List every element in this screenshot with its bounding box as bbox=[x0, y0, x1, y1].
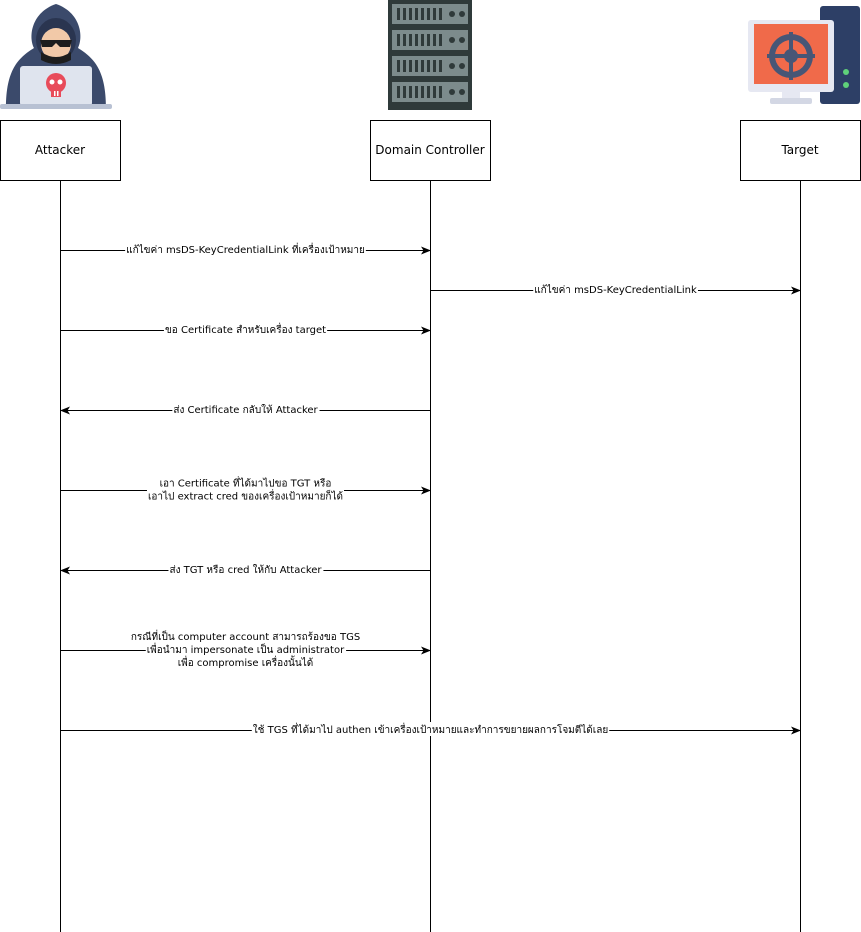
messages: แก้ไขค่า msDS-KeyCredentialLink ที่เครื่… bbox=[60, 242, 801, 736]
message-8: ใช้ TGS ที่ได้มาไป authen เข้าเครื่องเป้… bbox=[60, 722, 801, 736]
message-label: ขอ Certificate สำหรับเครื่อง target bbox=[165, 322, 326, 336]
message-label: ใช้ TGS ที่ได้มาไป authen เข้าเครื่องเป้… bbox=[253, 722, 608, 736]
message-label: เอา Certificate ที่ได้มาไปขอ TGT หรือ bbox=[160, 476, 332, 490]
target-computer-icon bbox=[748, 6, 860, 104]
message-7: กรณีที่เป็น computer account สามารถร้องข… bbox=[60, 629, 431, 669]
message-3: ขอ Certificate สำหรับเครื่อง target bbox=[60, 322, 431, 336]
message-label-background bbox=[125, 242, 366, 256]
message-label: เพื่อนำมา impersonate เป็น administrator bbox=[147, 642, 345, 656]
hacker-icon bbox=[0, 4, 112, 109]
message-label-background bbox=[129, 629, 362, 643]
message-label-background bbox=[176, 655, 315, 669]
message-4: ส่ง Certificate กลับให้ Attacker bbox=[60, 404, 431, 416]
message-label-background bbox=[158, 475, 333, 490]
message-2: แก้ไขค่า msDS-KeyCredentialLink bbox=[430, 284, 801, 296]
message-label: กรณีที่เป็น computer account สามารถร้องข… bbox=[131, 629, 360, 643]
message-label-background bbox=[145, 642, 347, 656]
participant-target: Target bbox=[740, 120, 861, 181]
message-label: เพื่อ compromise เครื่องนั้นได้ bbox=[178, 655, 314, 669]
participant-domain-controller: Domain Controller bbox=[370, 120, 491, 181]
message-label: ส่ง Certificate กลับให้ Attacker bbox=[173, 404, 318, 416]
message-label-background bbox=[533, 284, 698, 296]
participant-label: Attacker bbox=[35, 143, 85, 157]
server-icon bbox=[388, 0, 472, 110]
participant-label: Target bbox=[780, 143, 818, 157]
message-1: แก้ไขค่า msDS-KeyCredentialLink ที่เครื่… bbox=[60, 242, 431, 256]
message-6: ส่ง TGT หรือ cred ให้กับ Attacker bbox=[60, 564, 431, 576]
message-5: เอา Certificate ที่ได้มาไปขอ TGT หรือเอา… bbox=[60, 475, 431, 503]
participant-attacker: Attacker bbox=[0, 120, 121, 181]
message-label: เอาไป extract cred ของเครื่องเป้าหมายก็ไ… bbox=[148, 489, 343, 503]
message-label-background bbox=[172, 404, 320, 416]
message-label: แก้ไขค่า msDS-KeyCredentialLink bbox=[534, 284, 697, 296]
message-label-background bbox=[163, 322, 328, 336]
message-label: แก้ไขค่า msDS-KeyCredentialLink ที่เครื่… bbox=[126, 242, 365, 256]
message-label-background bbox=[168, 564, 324, 576]
message-label-background bbox=[146, 488, 345, 503]
message-label-background bbox=[251, 722, 610, 736]
message-label: ส่ง TGT หรือ cred ให้กับ Attacker bbox=[169, 564, 322, 576]
participant-label: Domain Controller bbox=[375, 143, 484, 157]
